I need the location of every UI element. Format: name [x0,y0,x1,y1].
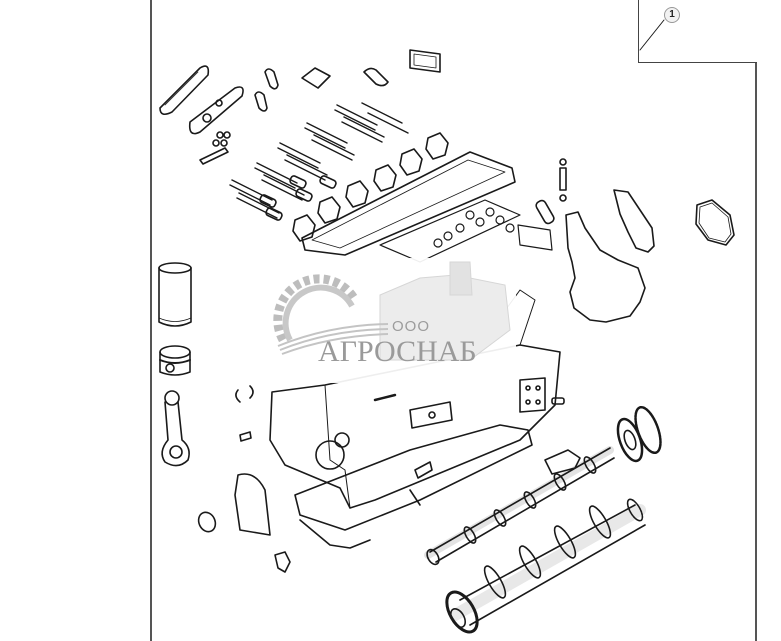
head-gasket [301,151,516,256]
callout-box-border-bottom [638,62,757,63]
mounting-bracket [274,551,291,573]
gear-inner-icon [282,284,355,342]
callout-leader-line [639,19,665,51]
injector-sleeves [259,175,555,225]
piston [159,345,191,376]
camshaft [424,446,615,566]
exhaust-manifold-gaskets [292,132,449,242]
valve-stem-seals [379,199,553,263]
small-fittings [235,385,565,442]
timing-cover-gasket [565,211,646,323]
thermostat-parts [559,158,567,202]
callout-number[interactable]: 1 [664,7,680,23]
oil-pan-gasket [294,424,533,549]
cylinder-liner [158,262,192,327]
connecting-rod [161,390,190,467]
frame-right-border [755,62,757,641]
camshaft-gears [616,405,662,463]
water-pump-gasket [613,189,655,253]
manifold-gaskets [254,49,441,112]
valve-cover-gaskets [159,65,244,135]
callout-box-border [638,0,639,62]
frame-left-border [150,0,152,641]
rear-seal-gasket [234,473,271,536]
watermark-prefix: ООО [392,318,431,335]
crankshaft-seal [197,511,217,533]
head-bolts [229,102,409,219]
road-swoosh-icon [277,323,389,355]
thermostat-housing-gasket [695,199,735,246]
o-rings [199,131,231,165]
combine-harvester-icon [379,261,511,361]
gear-icon [273,274,359,343]
crankshaft [445,498,646,634]
watermark-brand: АГРОСНАБ [318,335,477,368]
camshaft-thrust-plate [544,449,581,475]
